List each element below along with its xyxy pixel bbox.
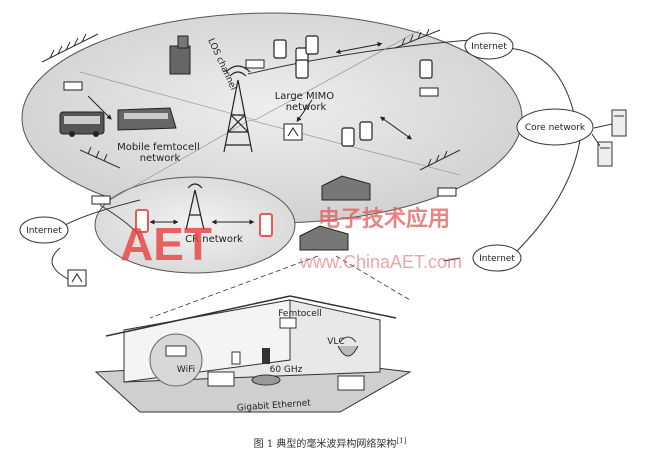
cr-network-ellipse — [94, 176, 296, 274]
internet-top-label: Internet — [471, 42, 507, 52]
wifi-zone — [149, 333, 203, 387]
building-icon — [169, 35, 191, 75]
core-network-label: Core network — [525, 123, 586, 133]
zoomed-house — [94, 295, 412, 413]
house-icon — [299, 175, 371, 251]
internet-cloud-top: Internet — [464, 32, 514, 60]
train-icon — [117, 107, 177, 131]
router-icons — [63, 59, 457, 205]
large-mimo-label: Large MIMO network — [275, 91, 338, 113]
small-cell-ap-icon — [283, 123, 303, 141]
internet-cloud-right: Internet — [472, 244, 522, 272]
watermark-chinese: 电子技术应用 — [318, 206, 450, 232]
mobile-femtocell-label: Mobile femtocell network — [117, 142, 203, 164]
server-icon — [591, 109, 627, 167]
wifi-label: WiFi — [177, 365, 195, 375]
femtocell-label: Femtocell — [278, 309, 322, 319]
antenna-icons — [41, 28, 461, 171]
wireless-links — [87, 42, 413, 225]
cr-tower-icon — [185, 183, 205, 231]
watermark-logo: AET — [120, 218, 212, 270]
bus-icon — [59, 111, 105, 137]
vlc-label: VLC — [327, 337, 344, 347]
zoom-lines — [149, 255, 411, 319]
cr-device-icons — [135, 209, 273, 237]
internet-right-label: Internet — [479, 254, 515, 264]
cr-network-label: CR network — [185, 234, 243, 245]
internet-cloud-left: Internet — [19, 216, 69, 244]
figure-caption: 图 1 典型的毫米波异构网络架构[1] — [254, 437, 407, 450]
core-network-cloud: Core network — [516, 108, 594, 146]
sixty-ghz-label: 60 GHz — [270, 365, 303, 375]
mobile-device-icons — [273, 35, 433, 147]
macro-tower-icon — [223, 65, 253, 153]
ap-icon-left — [67, 269, 87, 287]
watermark-url: www.ChinaAET.com — [299, 252, 462, 272]
internet-left-label: Internet — [26, 226, 62, 236]
caption-reference: [1] — [396, 437, 406, 445]
